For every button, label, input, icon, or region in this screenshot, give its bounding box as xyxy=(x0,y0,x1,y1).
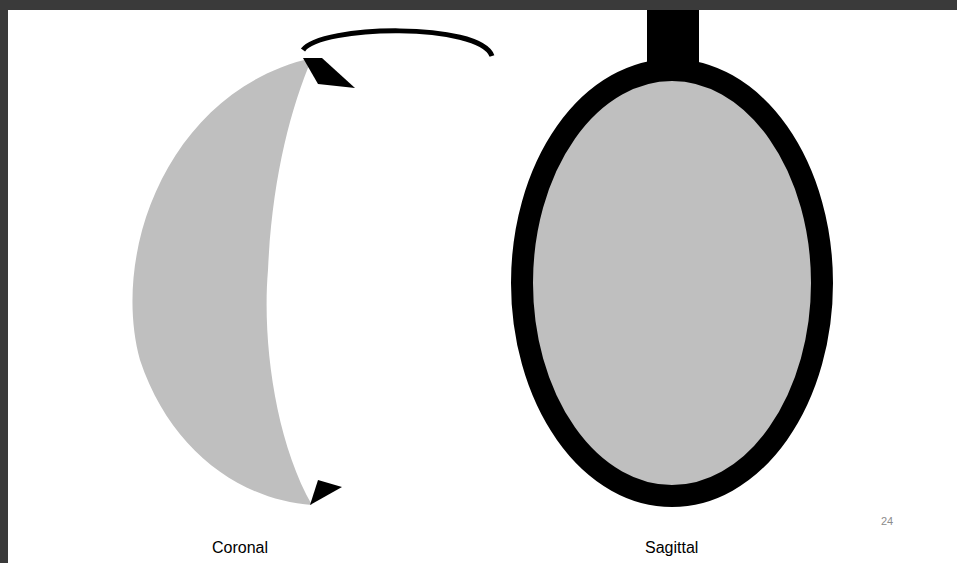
view-label: Coronal xyxy=(212,538,268,557)
coronal-crescent xyxy=(132,58,312,505)
top-arrowhead xyxy=(303,58,355,88)
rotation-arc xyxy=(303,31,492,56)
left-frame xyxy=(0,0,8,563)
sagittal-stem xyxy=(647,10,699,65)
view-label: Sagittal xyxy=(645,538,698,557)
top-frame xyxy=(0,0,957,10)
slide-number: 24 xyxy=(881,515,893,528)
sagittal-ellipse xyxy=(522,70,822,496)
bottom-arrowhead xyxy=(310,480,342,505)
